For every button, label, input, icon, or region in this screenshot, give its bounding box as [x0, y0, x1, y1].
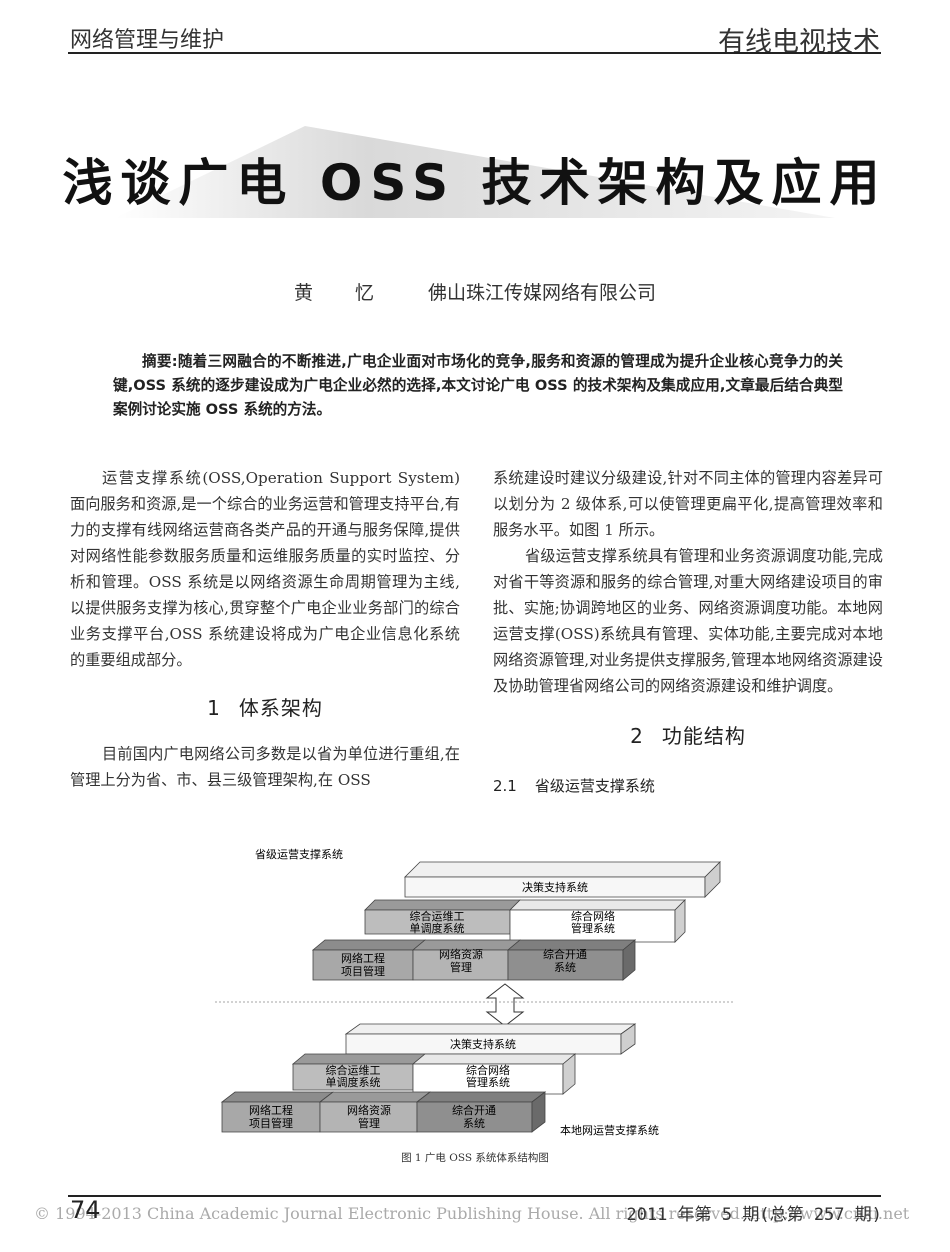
section-2-1-number: 2.1	[493, 777, 517, 795]
article-title: 浅谈广电 OSS 技术架构及应用	[62, 154, 888, 212]
author-affiliation: 佛山珠江传媒网络有限公司	[428, 282, 657, 304]
right-column: 系统建设时建议分级建设,针对不同主体的管理内容差异可以划分为 2 级体系,可以使…	[493, 465, 883, 799]
section-2-number: 2	[630, 724, 644, 748]
bottom-network-label-1: 综合网络	[466, 1063, 510, 1077]
top-decision-label: 决策支持系统	[522, 880, 588, 894]
title-background-shape	[115, 126, 835, 218]
left-column: 运营支撑系统(OSS,Operation Support System)面向服务…	[70, 465, 460, 793]
double-arrow-icon	[485, 983, 525, 1027]
top-provision-block: 综合开通 系统	[506, 939, 637, 981]
intro-paragraph: 运营支撑系统(OSS,Operation Support System)面向服务…	[70, 469, 460, 669]
top-network-label-1: 综合网络	[571, 909, 615, 923]
bottom-resource-label-1: 网络资源	[347, 1103, 391, 1117]
section-2-1-title: 省级运营支撑系统	[534, 777, 655, 795]
page-number: 74	[70, 1196, 101, 1224]
issue-info: 2011 年第 5 期(总第 257 期)	[626, 1205, 882, 1225]
footer-divider	[68, 1195, 881, 1197]
bottom-provision-block: 综合开通 系统	[415, 1091, 547, 1133]
header-divider	[68, 52, 881, 54]
section-2-1-heading: 2.1 省级运营支撑系统	[493, 773, 883, 799]
bottom-provision-label-1: 综合开通	[452, 1103, 496, 1117]
author-name: 黄 忆	[293, 282, 392, 304]
top-network-block: 综合网络 管理系统	[509, 899, 686, 943]
top-provision-label-2: 系统	[554, 961, 576, 974]
bottom-ops-label-1: 综合运维工	[326, 1063, 381, 1077]
bottom-network-label-2: 管理系统	[466, 1075, 510, 1089]
bottom-decision-label: 决策支持系统	[450, 1037, 516, 1051]
right-paragraph-1: 系统建设时建议分级建设,针对不同主体的管理内容差异可以划分为 2 级体系,可以使…	[493, 469, 883, 539]
section-header: 网络管理与维护	[70, 28, 225, 53]
top-decision-block: 决策支持系统	[404, 861, 721, 898]
top-resource-label-1: 网络资源	[439, 947, 483, 961]
bottom-engineering-label-2: 项目管理	[249, 1116, 293, 1130]
bottom-network-block: 综合网络 管理系统	[411, 1053, 577, 1095]
top-ops-label-1: 综合运维工	[410, 909, 465, 923]
figure-top-label: 省级运营支撑系统	[255, 847, 343, 861]
right-paragraph-2: 省级运营支撑系统具有管理和业务资源调度功能,完成对省干等资源和服务的综合管理,对…	[493, 547, 883, 695]
top-ops-block: 综合运维工 单调度系统	[364, 899, 521, 935]
figure-caption: 图 1 广电 OSS 系统体系结构图	[401, 1152, 549, 1164]
section-1-title: 体系架构	[238, 696, 323, 720]
bottom-provision-label-2: 系统	[463, 1117, 485, 1130]
top-provision-label-1: 综合开通	[543, 947, 587, 961]
author-line: 黄 忆 佛山珠江传媒网络有限公司	[0, 278, 950, 305]
architecture-figure: 省级运营支撑系统 决策支持系统 综合运维工 单调度系统 综合网络 管理系统 网络…	[215, 847, 735, 1137]
bottom-ops-label-2: 单调度系统	[326, 1075, 381, 1089]
bottom-engineering-label-1: 网络工程	[249, 1103, 293, 1117]
copyright-watermark: © 1994-2013 China Academic Journal Elect…	[34, 1204, 910, 1223]
bottom-resource-label-2: 管理	[358, 1116, 380, 1130]
top-resource-block: 网络资源 管理	[411, 939, 522, 981]
section-2-heading: 2 功能结构	[493, 723, 883, 749]
top-resource-label-2: 管理	[450, 960, 472, 974]
bottom-resource-block: 网络资源 管理	[318, 1091, 432, 1133]
section-1-number: 1	[207, 696, 221, 720]
bottom-decision-block: 决策支持系统	[344, 1023, 637, 1055]
bottom-engineering-block: 网络工程 项目管理	[220, 1091, 335, 1133]
bottom-ops-block: 综合运维工 单调度系统	[291, 1053, 427, 1091]
section-1-paragraph: 目前国内广电网络公司多数是以省为单位进行重组,在管理上分为省、市、县三级管理架构…	[70, 745, 460, 789]
section-1-heading: 1 体系架构	[70, 695, 460, 721]
top-engineering-label-1: 网络工程	[341, 951, 385, 965]
abstract: 摘要:随着三网融合的不断推进,广电企业面对市场化的竞争,服务和资源的管理成为提升…	[113, 353, 843, 418]
top-engineering-label-2: 项目管理	[341, 964, 385, 978]
top-network-label-2: 管理系统	[571, 921, 615, 935]
section-2-title: 功能结构	[661, 724, 746, 748]
top-engineering-block: 网络工程 项目管理	[311, 939, 427, 981]
top-ops-label-2: 单调度系统	[410, 921, 465, 935]
figure-bottom-label: 本地网运营支撑系统	[560, 1123, 659, 1137]
